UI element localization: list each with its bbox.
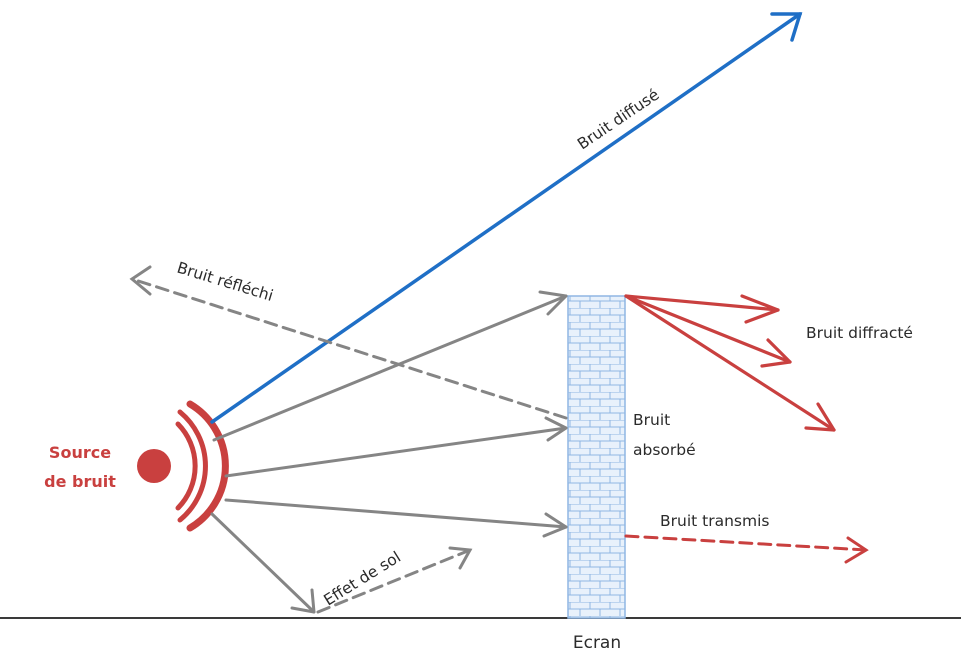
source-dot: [137, 449, 171, 483]
transmitted-noise-arrow: [624, 534, 869, 564]
transmitted-noise-label: Bruit transmis: [660, 512, 769, 530]
incident-rays: [210, 290, 568, 614]
sound-waves-icon: [175, 400, 229, 532]
source-label-line2: de bruit: [44, 472, 116, 491]
diffracted-noise-label: Bruit diffracté: [806, 324, 913, 342]
reflected-arrowhead: [129, 265, 152, 296]
reflected-noise-label: Bruit réfléchi: [175, 259, 276, 305]
absorbed-noise-label-line1: Bruit: [633, 411, 670, 429]
diffracted-noise-arrows: [624, 294, 836, 432]
screen-label: Ecran: [573, 633, 621, 653]
ground-effect-label: Effet de sol: [321, 548, 404, 609]
reflected-noise-arrow: [130, 277, 568, 420]
screen-wall: [567, 295, 626, 619]
ground-effect-arrow: [316, 546, 473, 614]
diffuse-noise-arrow: [210, 12, 803, 424]
absorbed-noise-label-line2: absorbé: [633, 441, 696, 459]
source-label-line1: Source: [49, 443, 111, 462]
